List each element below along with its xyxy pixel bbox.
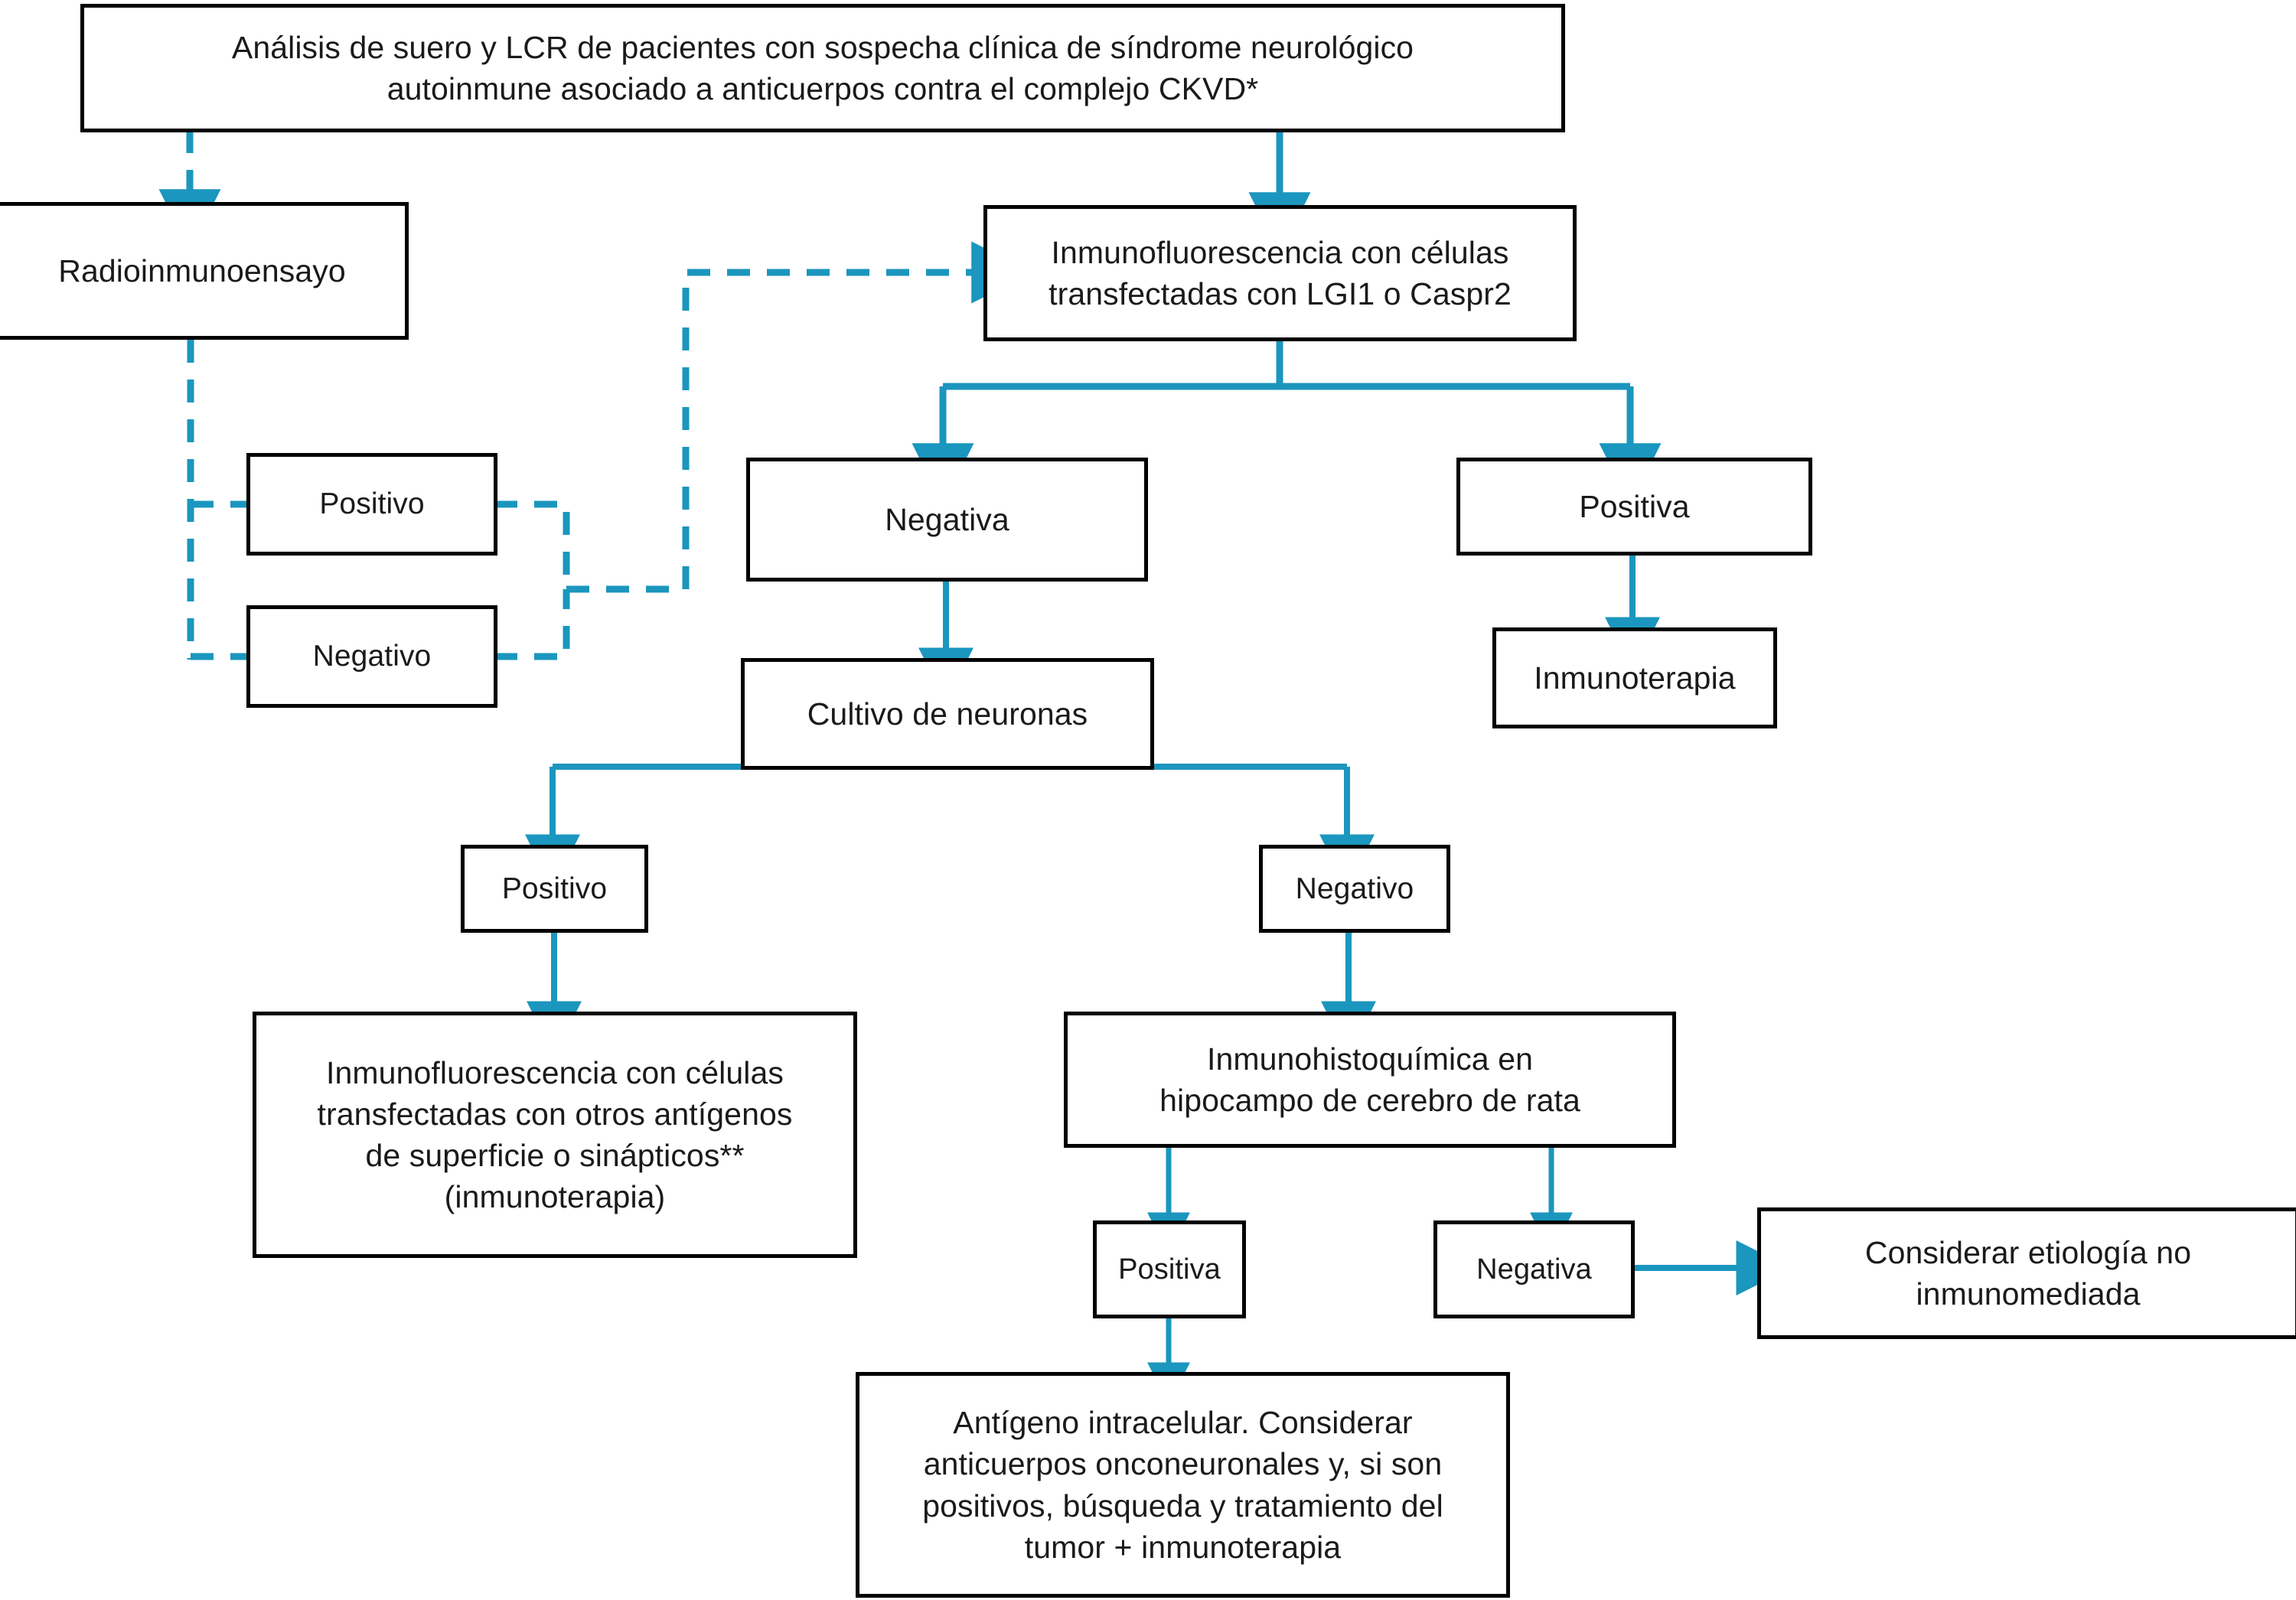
- node-inmunohistoquimica[interactable]: Inmunohistoquímica en hipocampo de cereb…: [1064, 1012, 1676, 1148]
- node-ifi-positiva-label: Positiva: [1579, 488, 1690, 524]
- node-cultivo-negativo[interactable]: Negativo: [1259, 845, 1450, 933]
- node-ihq-negativa[interactable]: Negativa: [1433, 1220, 1635, 1318]
- node-cultivo-de-neuronas[interactable]: Cultivo de neuronas: [741, 658, 1154, 770]
- node-cultivo-de-neuronas-label: Cultivo de neuronas: [807, 696, 1088, 732]
- edge-rie-result-to-ifi-lgi1: [566, 241, 1034, 593]
- node-ifi-lgi1-label: Inmunofluorescencia con células transfec…: [1049, 234, 1512, 311]
- node-ifi-negativa[interactable]: Negativa: [746, 458, 1148, 582]
- node-cultivo-negativo-label: Negativo: [1295, 872, 1414, 905]
- node-ifi-otros-antigenos[interactable]: Inmunofluorescencia con células transfec…: [253, 1012, 857, 1258]
- node-ifi-positiva[interactable]: Positiva: [1456, 458, 1812, 556]
- node-radioinmunoensayo-label: Radioinmunoensayo: [58, 253, 346, 288]
- node-rie-negativo[interactable]: Negativo: [246, 605, 497, 708]
- edge-positivo-merge: [494, 500, 570, 589]
- node-root[interactable]: Análisis de suero y LCR de pacientes con…: [80, 4, 1565, 132]
- node-rie-positivo-label: Positivo: [319, 487, 425, 521]
- node-rie-negativo-label: Negativo: [312, 640, 432, 673]
- node-ihq-positiva[interactable]: Positiva: [1093, 1220, 1246, 1318]
- node-cultivo-positivo-label: Positivo: [501, 872, 608, 905]
- node-cultivo-positivo[interactable]: Positivo: [461, 845, 648, 933]
- node-ifi-otros-antigenos-label: Inmunofluorescencia con células transfec…: [317, 1054, 793, 1215]
- node-ifi-lgi1[interactable]: Inmunofluorescencia con células transfec…: [983, 205, 1577, 341]
- edge-ifi-lgi1-bus: [943, 341, 1630, 390]
- node-ihq-positiva-label: Positiva: [1118, 1253, 1221, 1286]
- node-considerar-etiologia-no-inmunomediada-label: Considerar etiología no inmunomediada: [1864, 1234, 2192, 1312]
- node-rie-positivo[interactable]: Positivo: [246, 453, 497, 556]
- node-ihq-negativa-label: Negativa: [1476, 1253, 1592, 1286]
- node-antigeno-intracelular-label: Antígeno intracelular. Considerar anticu…: [922, 1405, 1443, 1565]
- node-inmunoterapia[interactable]: Inmunoterapia: [1492, 627, 1777, 728]
- node-radioinmunoensayo[interactable]: Radioinmunoensayo: [0, 202, 409, 340]
- node-inmunohistoquimica-label: Inmunohistoquímica en hipocampo de cereb…: [1159, 1041, 1580, 1118]
- edge-negativo-merge: [494, 589, 570, 660]
- node-antigeno-intracelular[interactable]: Antígeno intracelular. Considerar anticu…: [856, 1372, 1510, 1598]
- node-inmunoterapia-label: Inmunoterapia: [1534, 660, 1736, 696]
- node-ifi-negativa-label: Negativa: [885, 501, 1009, 537]
- node-considerar-etiologia-no-inmunomediada[interactable]: Considerar etiología no inmunomediada: [1757, 1207, 2296, 1339]
- node-root-label: Análisis de suero y LCR de pacientes con…: [231, 29, 1414, 106]
